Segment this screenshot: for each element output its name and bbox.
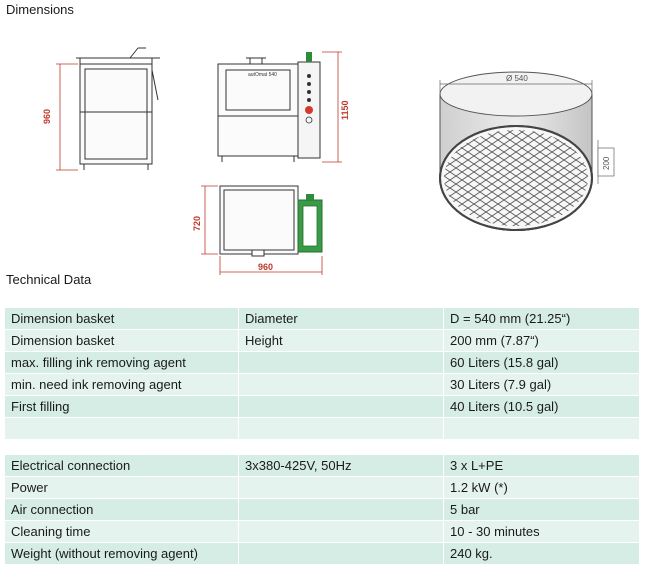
table-row: Dimension basket Diameter D = 540 mm (21… [5,308,640,330]
basket-height-label: 200 [602,156,611,170]
table-cell [5,417,239,440]
basket-diameter-dimension [439,80,593,92]
side-height-label: 1150 [340,100,350,120]
table-cell [238,476,444,499]
top-depth-dimension [201,185,218,255]
front-height-label: 960 [42,109,52,124]
top-view-drawing [219,185,299,257]
table-row: Dimension basket Height 200 mm (7.87“) [5,329,640,352]
table-cell: min. need ink removing agent [5,373,239,396]
table-cell [238,520,444,543]
table-cell [238,498,444,521]
table-row: Air connection 5 bar [5,498,640,521]
table-row: Electrical connection 3x380-425V, 50Hz 3… [5,455,640,477]
table-cell [238,395,444,418]
table-cell: 3 x L+PE [443,455,640,477]
table-cell: Height [238,329,444,352]
table-cell: Power [5,476,239,499]
table-cell [443,417,640,440]
table-cell [238,542,444,565]
technical-table-basket: Dimension basket Diameter D = 540 mm (21… [5,308,640,440]
machine-badge-label: autOmat 540 [248,72,277,78]
table-cell: Air connection [5,498,239,521]
table-cell: 240 kg. [443,542,640,565]
table-cell: 5 bar [443,498,640,521]
table-cell: D = 540 mm (21.25“) [443,308,640,330]
basket-diameter-label: Ø 540 [506,74,528,83]
side-height-dimension [322,51,342,163]
table-cell: Diameter [238,308,444,330]
table-cell: 10 - 30 minutes [443,520,640,543]
top-control-panel [297,194,323,253]
basket-height-dimension [597,140,615,184]
top-width-dimension [219,256,323,275]
table-row [5,417,640,440]
table-cell: Dimension basket [5,308,239,330]
table-cell: 200 mm (7.87“) [443,329,640,352]
table-cell: Dimension basket [5,329,239,352]
table-cell: 1.2 kW (*) [443,476,640,499]
technical-data-heading: Technical Data [6,272,92,287]
table-cell: Cleaning time [5,520,239,543]
table-row: First filling 40 Liters (10.5 gal) [5,395,640,418]
table-cell: 30 Liters (7.9 gal) [443,373,640,396]
table-row: min. need ink removing agent 30 Liters (… [5,373,640,396]
table-cell: First filling [5,395,239,418]
table-cell: 60 Liters (15.8 gal) [443,351,640,374]
top-width-label: 960 [258,262,273,272]
table-row: max. filling ink removing agent 60 Liter… [5,351,640,374]
table-row: Power 1.2 kW (*) [5,476,640,499]
technical-table-electrical: Electrical connection 3x380-425V, 50Hz 3… [5,455,640,565]
front-height-dimension [56,63,78,171]
table-cell: 40 Liters (10.5 gal) [443,395,640,418]
dimensions-heading: Dimensions [6,2,74,17]
table-cell: Weight (without removing agent) [5,542,239,565]
side-panel-buttons [305,52,313,124]
table-cell: Electrical connection [5,455,239,477]
top-depth-label: 720 [192,216,202,231]
table-row: Weight (without removing agent) 240 kg. [5,542,640,565]
table-cell: max. filling ink removing agent [5,351,239,374]
table-row: Cleaning time 10 - 30 minutes [5,520,640,543]
dimension-drawings: 960 autOmat 540 1150 [42,47,615,275]
table-cell [238,373,444,396]
front-view-drawing [76,47,160,170]
basket-drawing [439,71,593,231]
table-cell [238,351,444,374]
table-cell [238,417,444,440]
table-cell: 3x380-425V, 50Hz [238,455,444,477]
